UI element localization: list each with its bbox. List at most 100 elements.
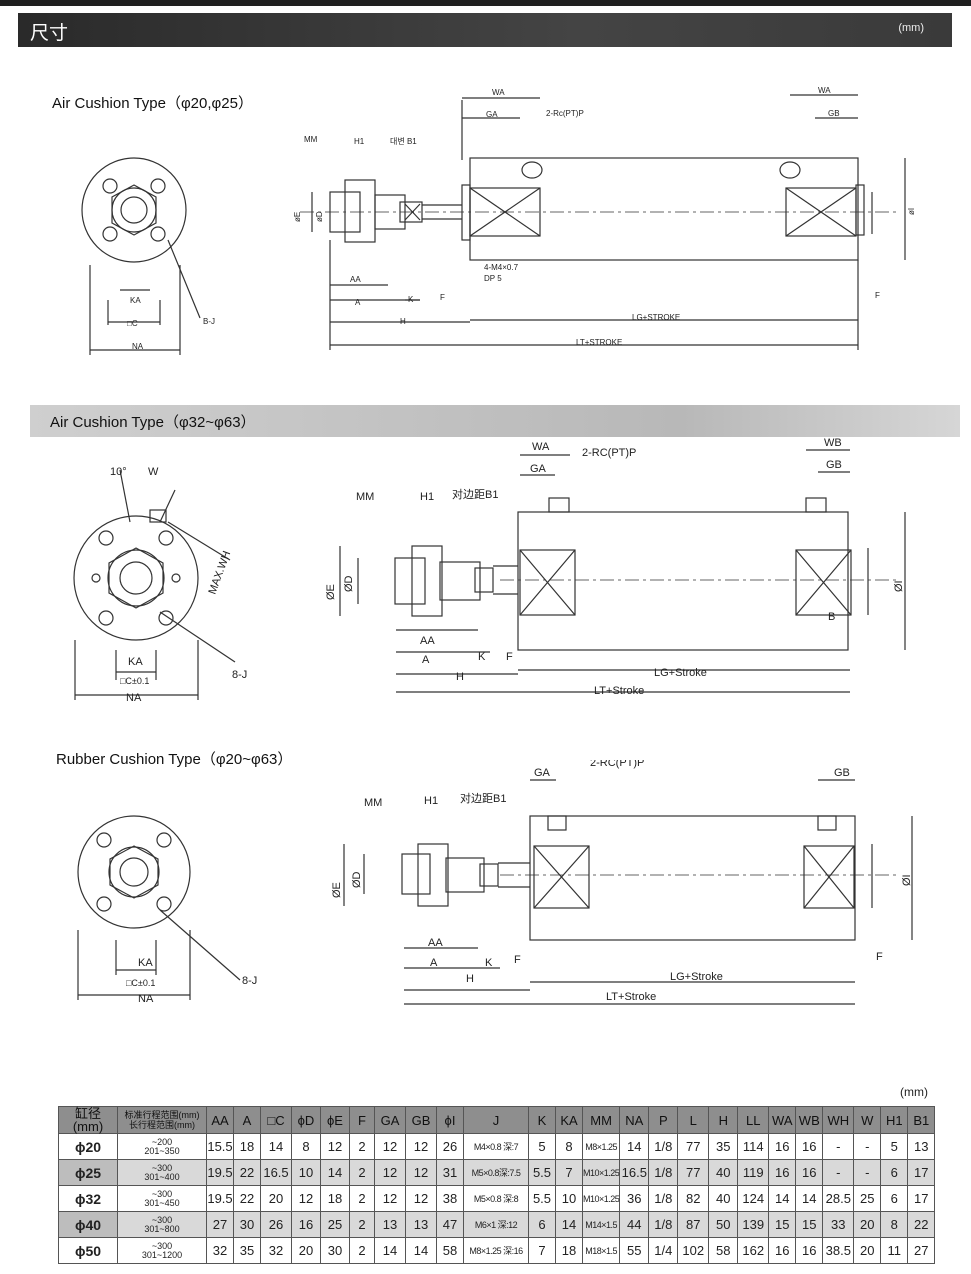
value-cell: 13 — [405, 1211, 437, 1238]
value-cell: 139 — [737, 1211, 770, 1238]
value-cell: 82 — [677, 1185, 710, 1212]
value-cell: 32 — [260, 1237, 292, 1264]
column-header: WA — [768, 1106, 797, 1134]
label-na: NA — [132, 342, 144, 351]
label-gb: GB — [828, 109, 840, 118]
stroke-std: ~200 — [151, 1136, 173, 1147]
value-cell: 16 — [291, 1211, 321, 1238]
column-header: ϕI — [436, 1106, 464, 1134]
value-cell: 12 — [405, 1159, 437, 1186]
label-mm: MM — [364, 797, 382, 809]
value-cell: 22 — [233, 1159, 261, 1186]
value-cell: M4×0.8 深:7 — [463, 1133, 529, 1160]
value-cell: 1/4 — [648, 1237, 679, 1264]
section-title-air-cushion-small: Air Cushion Type（φ20,φ25） — [52, 95, 253, 112]
label-ga: GA — [534, 767, 551, 779]
label-i: øI — [907, 208, 916, 215]
value-cell: 14 — [405, 1237, 437, 1264]
column-header: GA — [374, 1106, 406, 1134]
value-cell: 14 — [320, 1159, 350, 1186]
value-cell: 14 — [768, 1185, 797, 1212]
value-cell: 12 — [374, 1185, 406, 1212]
label-gb: GB — [826, 459, 842, 471]
value-cell: 15.5 — [206, 1133, 234, 1160]
column-header: ϕD — [291, 1106, 321, 1134]
value-cell: 40 — [708, 1185, 739, 1212]
value-cell: M10×1.25 — [581, 1185, 621, 1212]
page-title: 尺寸 — [30, 22, 69, 44]
label-ka: KA — [128, 656, 143, 668]
value-cell: - — [822, 1133, 855, 1160]
value-cell: 19.5 — [206, 1159, 234, 1186]
bore-cell: ϕ20 — [58, 1133, 118, 1160]
value-cell: - — [853, 1133, 882, 1160]
label-e: ØE — [325, 584, 337, 600]
stroke-header: 标准行程范围(mm) 长行程范围(mm) — [117, 1106, 207, 1134]
value-cell: 5 — [880, 1133, 909, 1160]
label-k: K — [408, 295, 414, 304]
label-f2: F — [875, 291, 880, 300]
label-wb: WB — [824, 437, 842, 449]
value-cell: 50 — [708, 1211, 739, 1238]
value-cell: 27 — [907, 1237, 936, 1264]
label-k: K — [485, 957, 493, 969]
column-header: L — [677, 1106, 710, 1134]
value-cell: 16 — [795, 1133, 824, 1160]
label-b1: 对边距B1 — [460, 791, 506, 805]
value-cell: 22 — [233, 1185, 261, 1212]
column-header: KA — [555, 1106, 583, 1134]
column-header: F — [349, 1106, 375, 1134]
value-cell: 20 — [853, 1237, 882, 1264]
label-lt: LT+STROKE — [576, 338, 622, 347]
value-cell: 32 — [206, 1237, 234, 1264]
value-cell: 8 — [555, 1133, 583, 1160]
label-h1: H1 — [420, 491, 434, 503]
value-cell: 26 — [436, 1133, 464, 1160]
value-cell: M8×1.25 — [581, 1133, 621, 1160]
label-aa: AA — [350, 275, 361, 284]
value-cell: 16 — [795, 1237, 824, 1264]
value-cell: 18 — [320, 1185, 350, 1212]
value-cell: 6 — [880, 1159, 909, 1186]
value-cell: 16 — [768, 1237, 797, 1264]
label-wa: WA — [532, 441, 550, 453]
value-cell: 124 — [737, 1185, 770, 1212]
stroke-long: 301~400 — [144, 1171, 180, 1182]
label-lt: LT+Stroke — [594, 685, 644, 697]
label-f: F — [514, 954, 521, 966]
label-h: H — [466, 973, 474, 985]
column-header: W — [853, 1106, 882, 1134]
value-cell: 40 — [708, 1159, 739, 1186]
column-header: H — [708, 1106, 739, 1134]
value-cell: 17 — [907, 1185, 936, 1212]
label-e: øE — [293, 212, 302, 222]
column-header: A — [233, 1106, 261, 1134]
stroke-long: 201~350 — [144, 1145, 180, 1156]
label-a: A — [422, 654, 430, 666]
label-c: □C — [127, 319, 138, 328]
label-port: 2-RC(PT)P — [590, 760, 644, 769]
label-bj: B-J — [203, 317, 215, 326]
label-aa: AA — [428, 937, 443, 949]
section-header: 尺寸 (mm) — [18, 13, 952, 47]
value-cell: 12 — [374, 1133, 406, 1160]
label-aa: AA — [420, 635, 435, 647]
value-cell: 10 — [555, 1185, 583, 1212]
label-f: F — [440, 293, 445, 302]
label-b1: 대변 B1 — [390, 136, 417, 146]
label-h: H — [456, 671, 464, 683]
value-cell: 2 — [349, 1159, 375, 1186]
value-cell: 13 — [907, 1133, 936, 1160]
top-rule — [0, 0, 971, 6]
column-header: ϕE — [320, 1106, 350, 1134]
value-cell: M10×1.25 — [581, 1159, 621, 1186]
value-cell: 38.5 — [822, 1237, 855, 1264]
label-d: ØD — [351, 871, 363, 888]
label-lg: LG+Stroke — [670, 971, 723, 983]
value-cell: 47 — [436, 1211, 464, 1238]
value-cell: 20 — [291, 1237, 321, 1264]
value-cell: 16 — [768, 1133, 797, 1160]
